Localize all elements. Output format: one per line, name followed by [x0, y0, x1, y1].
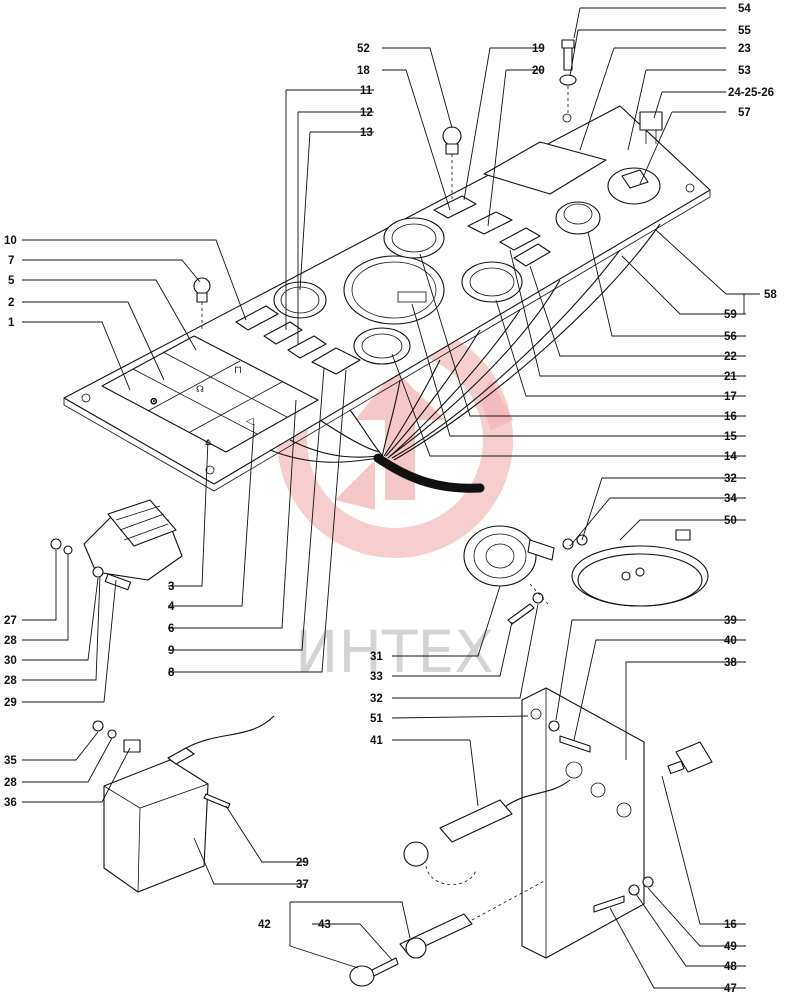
callout-29: 29 [4, 697, 17, 709]
svg-text:⊙: ⊙ [150, 397, 158, 407]
indicator-lamps [235, 195, 551, 375]
cable-50 [571, 529, 709, 607]
instrument-panel: ⊙ ☊ ⊓ ⌂ ◁ [63, 39, 711, 493]
warning-lamp-block: ⊙ ☊ ⊓ ⌂ ◁ [101, 335, 319, 453]
callout-14: 14 [724, 451, 737, 463]
watermark-text: ИНТЕХ [295, 618, 494, 686]
callout-21: 21 [724, 371, 737, 383]
callout-37: 37 [296, 879, 309, 891]
callout-13: 13 [360, 127, 373, 139]
bulb-7 [193, 277, 211, 303]
callout-5: 5 [8, 275, 15, 287]
buzzer-assembly [50, 499, 183, 591]
light-switch [607, 167, 661, 205]
gauge-tachometer [343, 255, 445, 325]
callout-43: 43 [318, 919, 331, 931]
callout-3: 3 [168, 581, 174, 593]
callout-40: 40 [724, 635, 737, 647]
bolt-54-55 [559, 39, 577, 86]
callout-47: 47 [724, 983, 737, 995]
callout-55: 55 [738, 25, 751, 37]
callout-24-25-26: 24-25-26 [728, 87, 774, 99]
callout-31: 31 [370, 651, 383, 663]
callout-34: 34 [724, 493, 737, 505]
svg-text:◁: ◁ [246, 416, 254, 427]
callout-28: 28 [4, 777, 17, 789]
callout-labels: 54 55 52 19 23 18 20 53 24-25-26 11 57 1… [4, 3, 777, 995]
callout-51: 51 [370, 713, 383, 725]
socket-bracket [521, 687, 654, 959]
gauge-water-temp [383, 217, 445, 259]
callout-8: 8 [168, 667, 175, 679]
callout-54: 54 [738, 3, 751, 15]
callout-28: 28 [4, 635, 17, 647]
callout-17: 17 [724, 391, 737, 403]
bulb-52 [442, 126, 462, 155]
callout-7: 7 [8, 255, 14, 267]
callout-50: 50 [724, 515, 737, 527]
callout-32: 32 [724, 473, 737, 485]
callout-28: 28 [4, 675, 17, 687]
ignition-switch [555, 201, 601, 235]
callout-22: 22 [724, 351, 737, 363]
cable-socket-41 [403, 779, 571, 885]
callout-27: 27 [4, 615, 17, 627]
callout-16: 16 [724, 919, 737, 931]
gauge-oil [461, 261, 523, 303]
callout-4: 4 [168, 601, 175, 613]
callout-2: 2 [8, 297, 14, 309]
callout-36: 36 [4, 797, 17, 809]
callout-9: 9 [168, 645, 174, 657]
callout-33: 33 [370, 671, 383, 683]
callout-38: 38 [724, 657, 737, 669]
callout-23: 23 [738, 43, 751, 55]
callout-49: 49 [724, 941, 737, 953]
callout-53: 53 [738, 65, 751, 77]
fuse-24-25-26 [639, 111, 663, 144]
callout-30: 30 [4, 655, 17, 667]
callout-57: 57 [738, 107, 751, 119]
callout-42: 42 [258, 919, 271, 931]
callout-35: 35 [4, 755, 17, 767]
callout-10: 10 [4, 235, 17, 247]
callout-1: 1 [8, 317, 15, 329]
gauge-fuel [353, 327, 411, 365]
callout-15: 15 [724, 431, 737, 443]
callout-19: 19 [532, 43, 545, 55]
callout-39: 39 [724, 615, 737, 627]
svg-text:☊: ☊ [196, 385, 204, 395]
wiring-harness [269, 223, 661, 493]
callout-58: 58 [764, 289, 777, 301]
callout-12: 12 [360, 107, 373, 119]
sender-42-43 [349, 913, 473, 987]
callout-16: 16 [724, 411, 737, 423]
toggle-switch-16 [667, 741, 713, 775]
callout-48: 48 [724, 961, 737, 973]
callout-6: 6 [168, 623, 174, 635]
callout-29: 29 [296, 857, 309, 869]
callout-52: 52 [357, 43, 370, 55]
callout-18: 18 [357, 65, 370, 77]
relay-box [92, 715, 275, 893]
label-plate [483, 141, 607, 195]
callout-32: 32 [370, 693, 383, 705]
callout-11: 11 [360, 85, 373, 97]
svg-text:⊓: ⊓ [234, 365, 242, 376]
leader-lines [22, 7, 760, 989]
callout-41: 41 [370, 735, 383, 747]
callout-59: 59 [724, 309, 737, 321]
callout-20: 20 [532, 65, 545, 77]
gauge-small-left [273, 281, 327, 319]
callout-56: 56 [724, 331, 737, 343]
horn-assembly [463, 525, 588, 625]
